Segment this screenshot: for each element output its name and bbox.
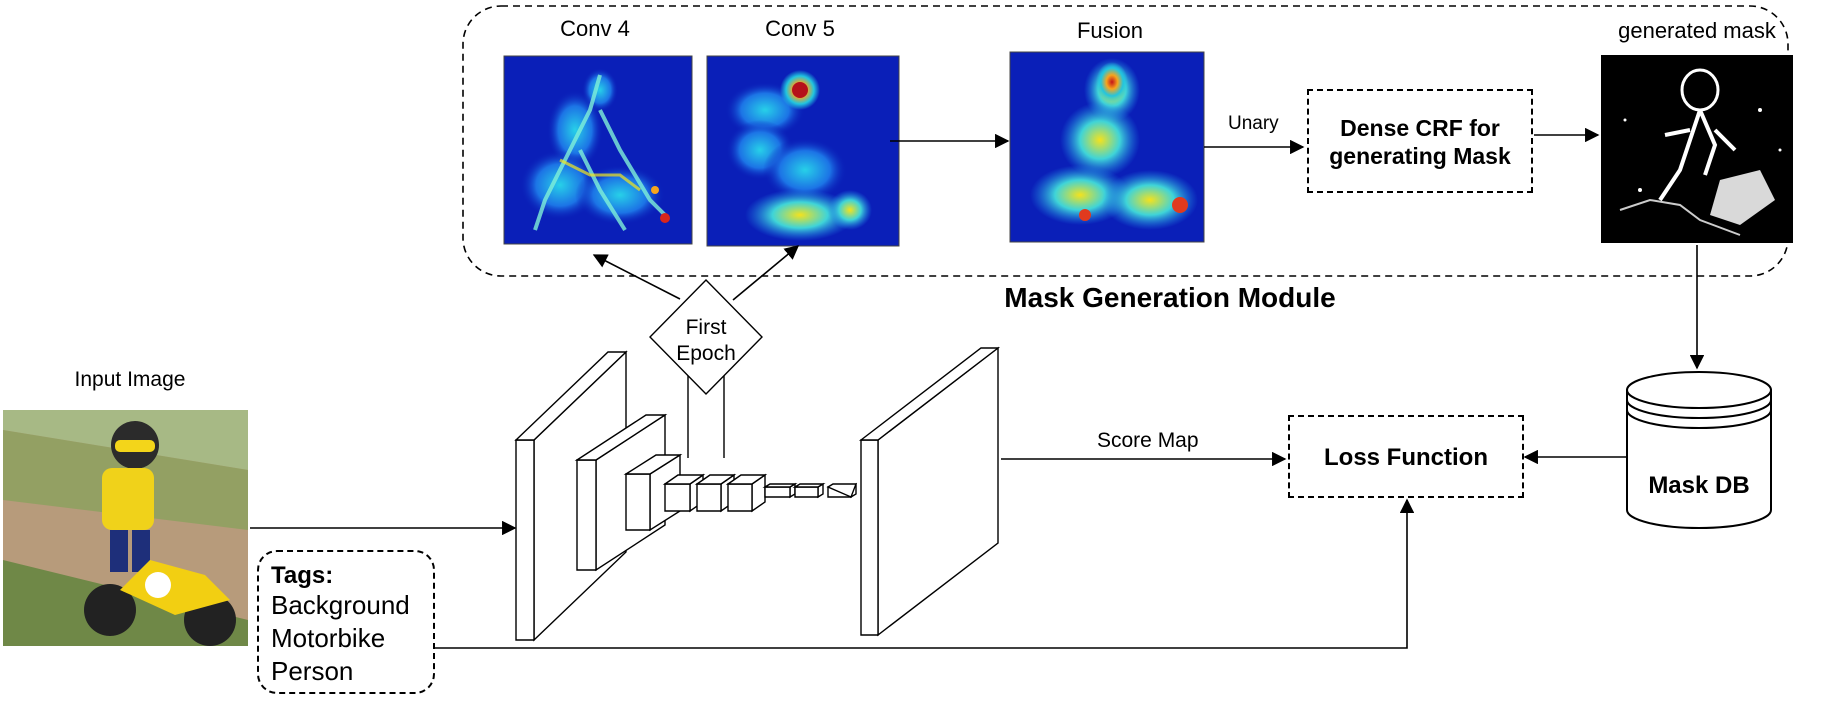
score-map-label: Score Map [1097, 429, 1199, 452]
tag-background: Background [271, 590, 410, 620]
generated-mask-label: generated mask [1618, 18, 1776, 43]
tag-person: Person [271, 656, 354, 686]
dense-crf-box [1307, 89, 1533, 193]
tag-motorbike: Motorbike [271, 623, 386, 653]
tags-title: Tags: [271, 562, 334, 589]
fusion-label: Fusion [1076, 18, 1144, 43]
unary-label: Unary [1228, 113, 1279, 134]
mask-db-label: Mask DB [1648, 472, 1750, 499]
conv4-label: Conv 4 [560, 16, 630, 41]
input-image [3, 410, 248, 646]
dense-crf-line1: Dense CRF for [1340, 115, 1500, 141]
arrows [250, 127, 1705, 649]
loss-function-label: Loss Function [1324, 444, 1488, 471]
conv5-label: Conv 5 [765, 16, 835, 41]
input-image-label: Input Image [74, 368, 186, 391]
conv4-heatmap [503, 55, 693, 245]
generated-mask [1601, 55, 1793, 243]
network-blocks [514, 346, 1001, 642]
mask-db-cylinder-icon [1626, 371, 1772, 529]
fusion-heatmap [1009, 51, 1205, 243]
module-title: Mask Generation Module [1004, 282, 1336, 313]
conv5-heatmap [706, 55, 900, 247]
first-epoch-decision [649, 279, 763, 395]
loss-function-box [1288, 415, 1524, 498]
decision-line2: Epoch [676, 342, 736, 365]
tags-box [257, 550, 435, 694]
decision-line1: First [685, 316, 727, 339]
dense-crf-line2: generating Mask [1329, 143, 1511, 169]
